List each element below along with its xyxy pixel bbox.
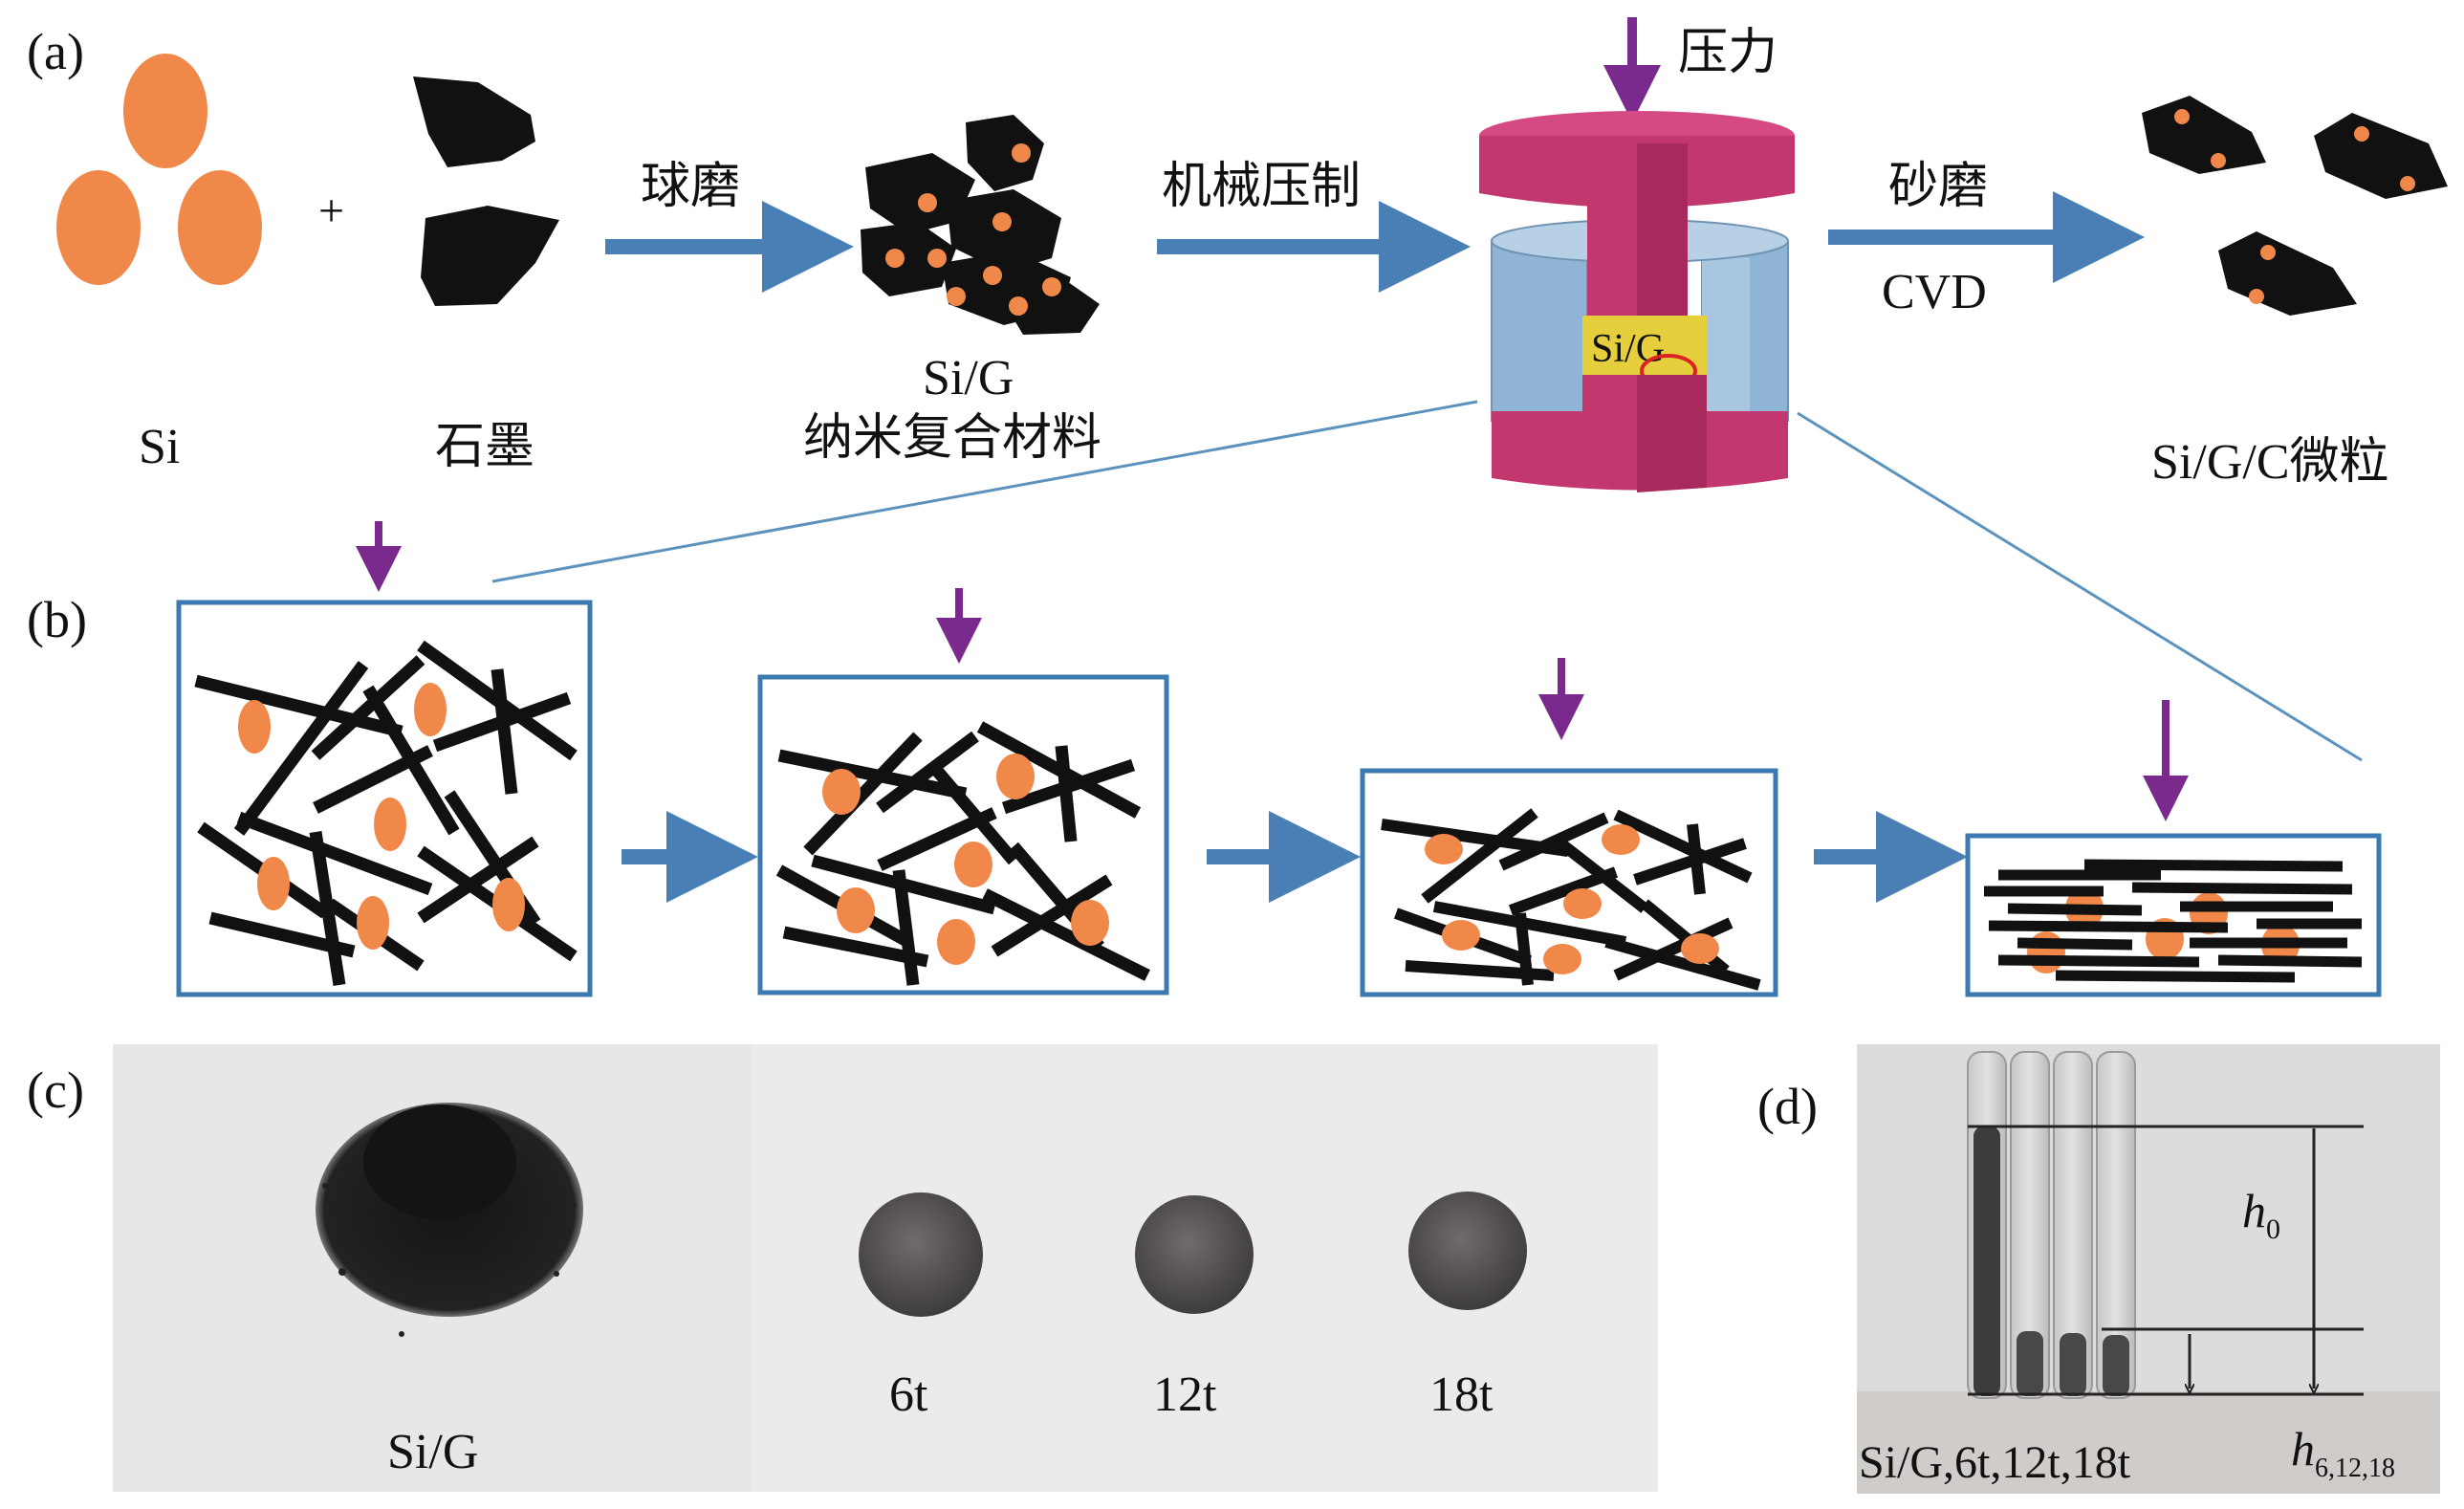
plus-sign: + <box>318 186 344 236</box>
graphite-flake <box>2314 113 2448 199</box>
si-label: Si <box>139 420 180 474</box>
panel-b: (b) <box>27 521 2382 997</box>
pellet-12t: 12t <box>1135 1195 1254 1422</box>
si-particle <box>56 170 141 285</box>
compression-stage-2 <box>757 588 1169 995</box>
panel-a-label: (a) <box>27 23 84 80</box>
powder-label: Si/G <box>387 1425 478 1479</box>
step-cvd: CVD <box>1882 265 1987 319</box>
step-sand-milling: 砂磨 <box>1888 158 1988 215</box>
die-sample-label: Si/G <box>1591 327 1665 371</box>
graphite-flake <box>2218 231 2357 316</box>
si-particle <box>1009 296 1028 316</box>
panel-c-label: (c) <box>27 1061 84 1119</box>
tubes-label: Si/G,6t,12t,18t <box>1859 1437 2131 1488</box>
si-particle <box>927 249 947 268</box>
si-particle <box>992 212 1012 231</box>
graphite-flake <box>994 277 1100 335</box>
press-die: Si/G <box>1479 111 1795 492</box>
si-particle <box>2249 289 2264 304</box>
punch-stem-face <box>1637 143 1688 316</box>
graphite-flake <box>421 206 559 306</box>
panel-b-label: (b) <box>27 591 87 648</box>
composite-label-1: Si/G <box>923 351 1014 405</box>
pellet-18t: 18t <box>1408 1192 1527 1422</box>
pellet-label: 12t <box>1153 1367 1217 1422</box>
pellet-label: 18t <box>1429 1367 1494 1422</box>
sigc-particles <box>2142 96 2448 316</box>
height-measurement <box>1968 1125 2364 1396</box>
si-particle <box>1012 143 1031 163</box>
si-particles <box>56 54 262 285</box>
si-particle <box>2400 176 2415 191</box>
pressure-label: 压力 <box>1678 24 1777 81</box>
die-outer-right-face <box>1702 253 1750 421</box>
graphite-flake <box>966 115 1044 191</box>
si-particle <box>2260 245 2276 260</box>
sig-powder <box>316 1103 583 1337</box>
step-mechanical-pressing: 机械压制 <box>1162 158 1361 215</box>
zoom-line <box>491 400 1478 583</box>
si-particle <box>983 266 1002 285</box>
si-particle <box>123 54 207 168</box>
compression-stage-3 <box>1360 658 1778 997</box>
si-particle <box>947 287 966 306</box>
graphite-flake <box>861 222 956 296</box>
stage-box <box>1965 833 2382 997</box>
si-particle <box>2354 126 2369 142</box>
panel-a: (a) Si + 石墨 球磨 <box>27 17 2448 762</box>
si-particle <box>1042 277 1061 296</box>
graphite-flakes <box>413 77 559 306</box>
die-base-face <box>1637 375 1707 492</box>
si-particle <box>2211 153 2226 168</box>
graphite-flake <box>2142 96 2266 174</box>
panel-d: (d) h0 Si/G,6t,12t,18t h6,12,18 <box>1757 1044 2440 1494</box>
product-label: Si/G/C微粒 <box>2151 435 2389 490</box>
graphite-label: 石墨 <box>435 418 534 475</box>
si-particle <box>2174 109 2190 124</box>
h0-label: h0 <box>2242 1184 2280 1245</box>
si-particle <box>885 249 905 268</box>
sig-composite <box>861 115 1100 335</box>
test-tubes <box>1967 1051 2136 1399</box>
composite-label-2: 纳米复合材料 <box>803 409 1101 467</box>
step-ball-milling: 球磨 <box>641 158 740 215</box>
si-particle <box>918 193 937 212</box>
si-particle <box>178 170 262 285</box>
photo-floor <box>1857 1391 2440 1494</box>
panel-d-label: (d) <box>1757 1078 1818 1135</box>
panel-c: (c) Si/G 6t 12t 18t <box>27 1044 1658 1492</box>
graphite-flake <box>865 153 975 234</box>
pellet-6t: 6t <box>859 1192 983 1422</box>
compression-stage-1 <box>176 521 593 997</box>
zoom-line <box>1797 411 2363 762</box>
pellet-label: 6t <box>889 1367 928 1422</box>
h-final-label: h6,12,18 <box>2291 1422 2395 1483</box>
compression-stage-4 <box>1965 700 2382 997</box>
graphite-flake <box>413 77 535 167</box>
